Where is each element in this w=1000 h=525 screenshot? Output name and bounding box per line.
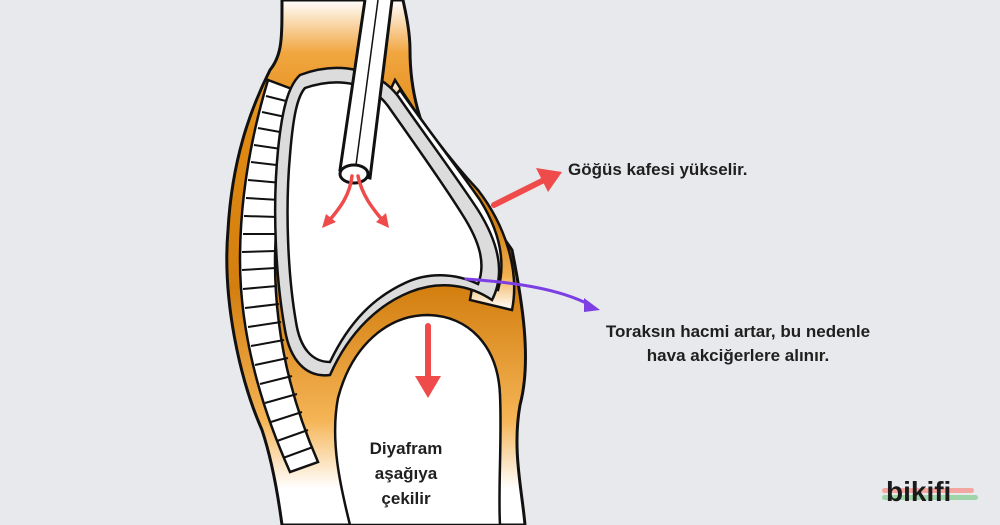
thorax-arrow-line xyxy=(464,277,592,307)
ribcage-arrow-line xyxy=(491,177,547,208)
thorax-label-line2: hava akciğerlere alınır. xyxy=(646,346,830,365)
logo-text: bikifi xyxy=(886,476,952,507)
abdomen xyxy=(333,313,502,525)
thorax-label-line1: Toraksın hacmi artar, bu nedenle xyxy=(605,322,871,341)
diaphragm-label-line2: aşağıya xyxy=(374,464,438,483)
diaphragm-label-line1: Diyafram xyxy=(369,439,443,458)
logo-stripe-1 xyxy=(882,488,974,493)
diaphragm-label-line3: çekilir xyxy=(381,489,431,508)
trachea xyxy=(338,0,394,185)
diaphragm-label: Diyafram aşağıya çekilir xyxy=(346,436,466,511)
brand-logo: bikifi xyxy=(876,474,986,514)
arrow-head-left xyxy=(322,214,336,228)
diaphragm-arrow-head xyxy=(415,376,441,398)
arrow-head-right xyxy=(376,213,389,228)
thorax-label: Toraksın hacmi artar, bu nedenle hava ak… xyxy=(548,320,928,368)
ribcage-label: Göğüs kafesi yükselir. xyxy=(568,160,748,179)
thorax-arrow-head xyxy=(584,298,600,312)
logo-stripes xyxy=(882,488,982,502)
ribcage-arrow-head xyxy=(536,168,562,192)
logo-stripe-2 xyxy=(882,495,978,500)
